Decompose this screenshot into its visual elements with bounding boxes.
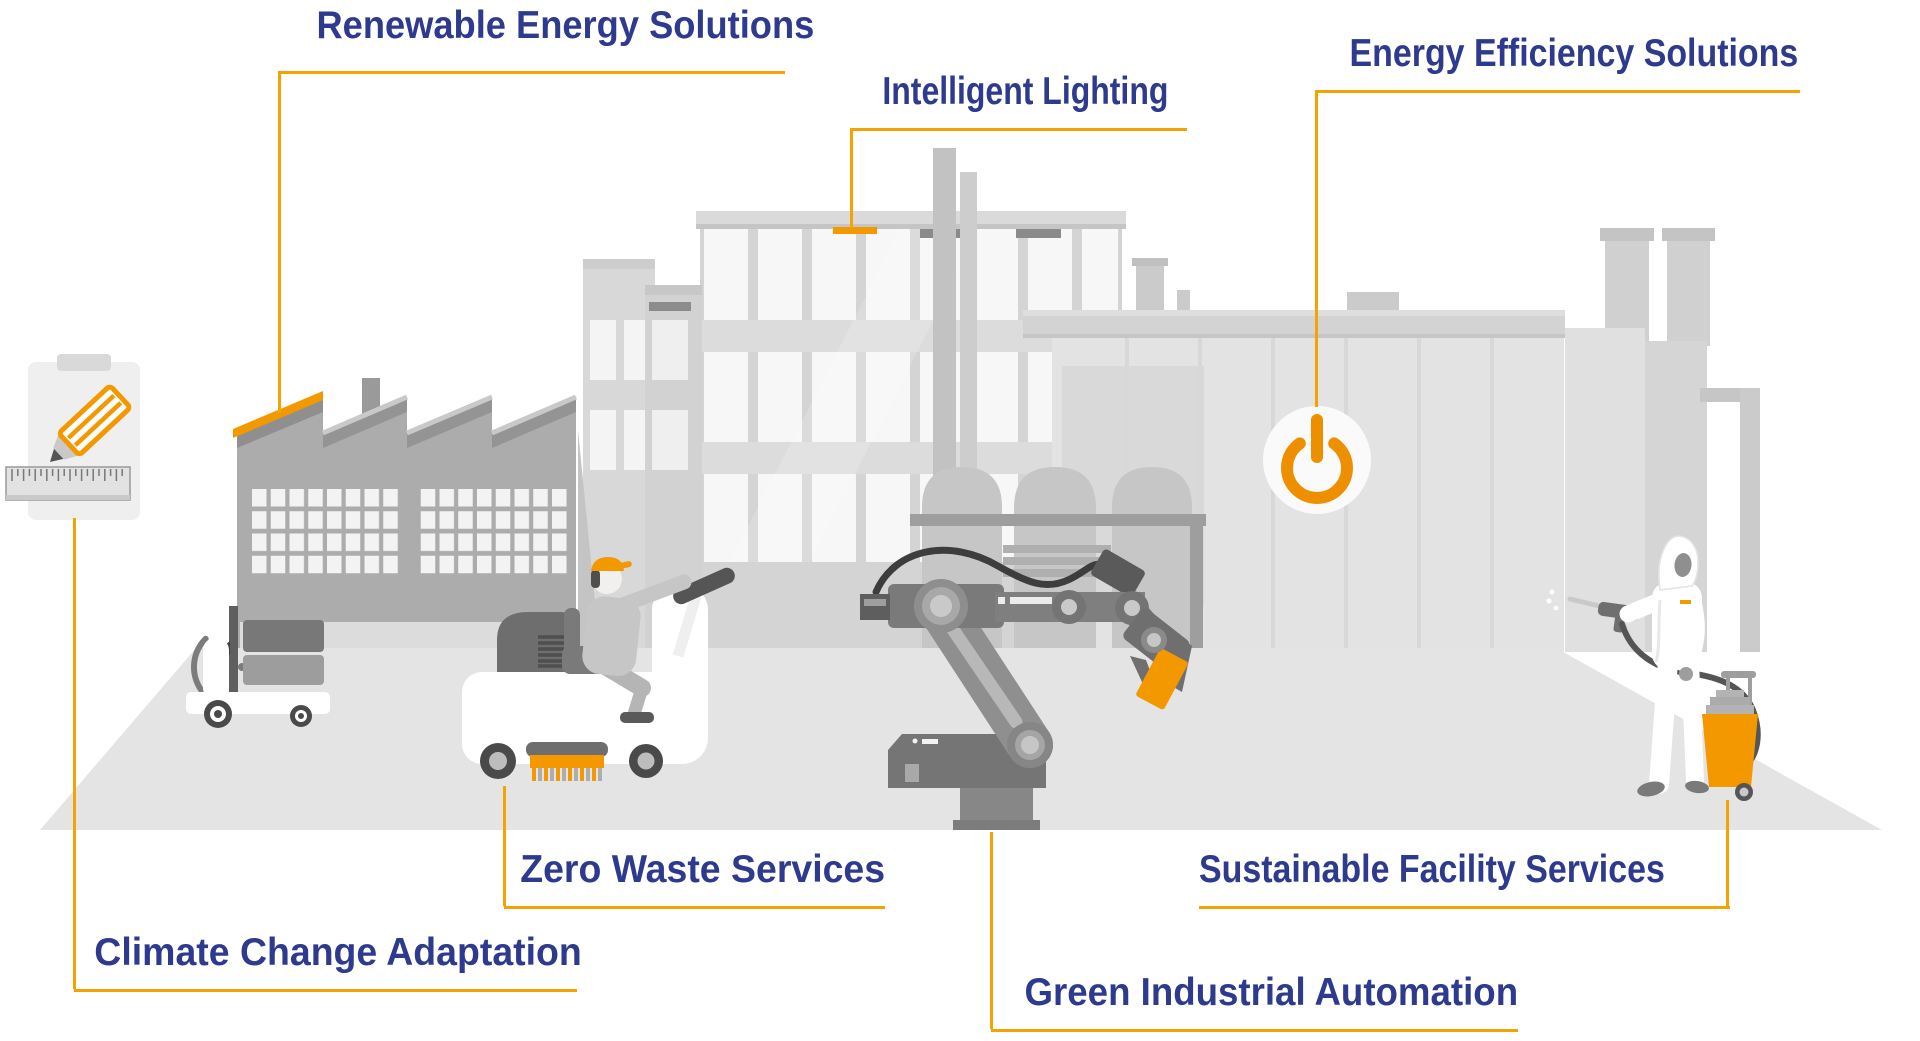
industrial-robot-arm <box>860 546 1192 830</box>
label-energy-efficiency: Energy Efficiency Solutions <box>1316 31 1800 93</box>
callout-line-sustainable <box>1726 800 1729 906</box>
callout-line-intelligent <box>850 128 853 228</box>
label-green-automation: Green Industrial Automation <box>991 970 1518 1032</box>
label-intelligent-lighting-text: Intelligent Lighting <box>882 70 1169 113</box>
callout-line-energy <box>1315 90 1318 407</box>
label-sustainable-facility: Sustainable Facility Services <box>1199 847 1730 909</box>
sweeper-operator <box>582 557 692 723</box>
solar-roof-strip-icon <box>233 391 323 438</box>
callout-line-green <box>990 832 993 1029</box>
label-zero-waste-text: Zero Waste Services <box>520 848 885 891</box>
label-sustainable-facility-text: Sustainable Facility Services <box>1199 848 1665 891</box>
floor-sweeper-vehicle <box>462 557 735 781</box>
label-renewable-energy-text: Renewable Energy Solutions <box>316 4 815 47</box>
label-intelligent-lighting: Intelligent Lighting <box>851 69 1187 131</box>
label-climate-change-text: Climate Change Adaptation <box>94 931 582 974</box>
clipboard-pencil-icon <box>5 354 140 520</box>
factory-building <box>233 378 577 652</box>
agv-transport-robot <box>186 606 330 728</box>
smart-light-strip-icon <box>833 227 877 234</box>
callout-line-zero-waste <box>503 786 506 906</box>
callout-line-climate <box>73 518 76 989</box>
label-renewable-energy: Renewable Energy Solutions <box>279 3 814 74</box>
cleaning-operator <box>1546 535 1761 797</box>
label-energy-efficiency-text: Energy Efficiency Solutions <box>1349 32 1799 75</box>
chemical-sprayer-cart <box>1702 671 1758 801</box>
callout-line-renewable <box>278 71 281 413</box>
power-icon <box>1263 406 1371 514</box>
label-climate-change: Climate Change Adaptation <box>74 930 582 992</box>
label-zero-waste: Zero Waste Services <box>504 847 885 909</box>
label-green-automation-text: Green Industrial Automation <box>1024 971 1518 1014</box>
